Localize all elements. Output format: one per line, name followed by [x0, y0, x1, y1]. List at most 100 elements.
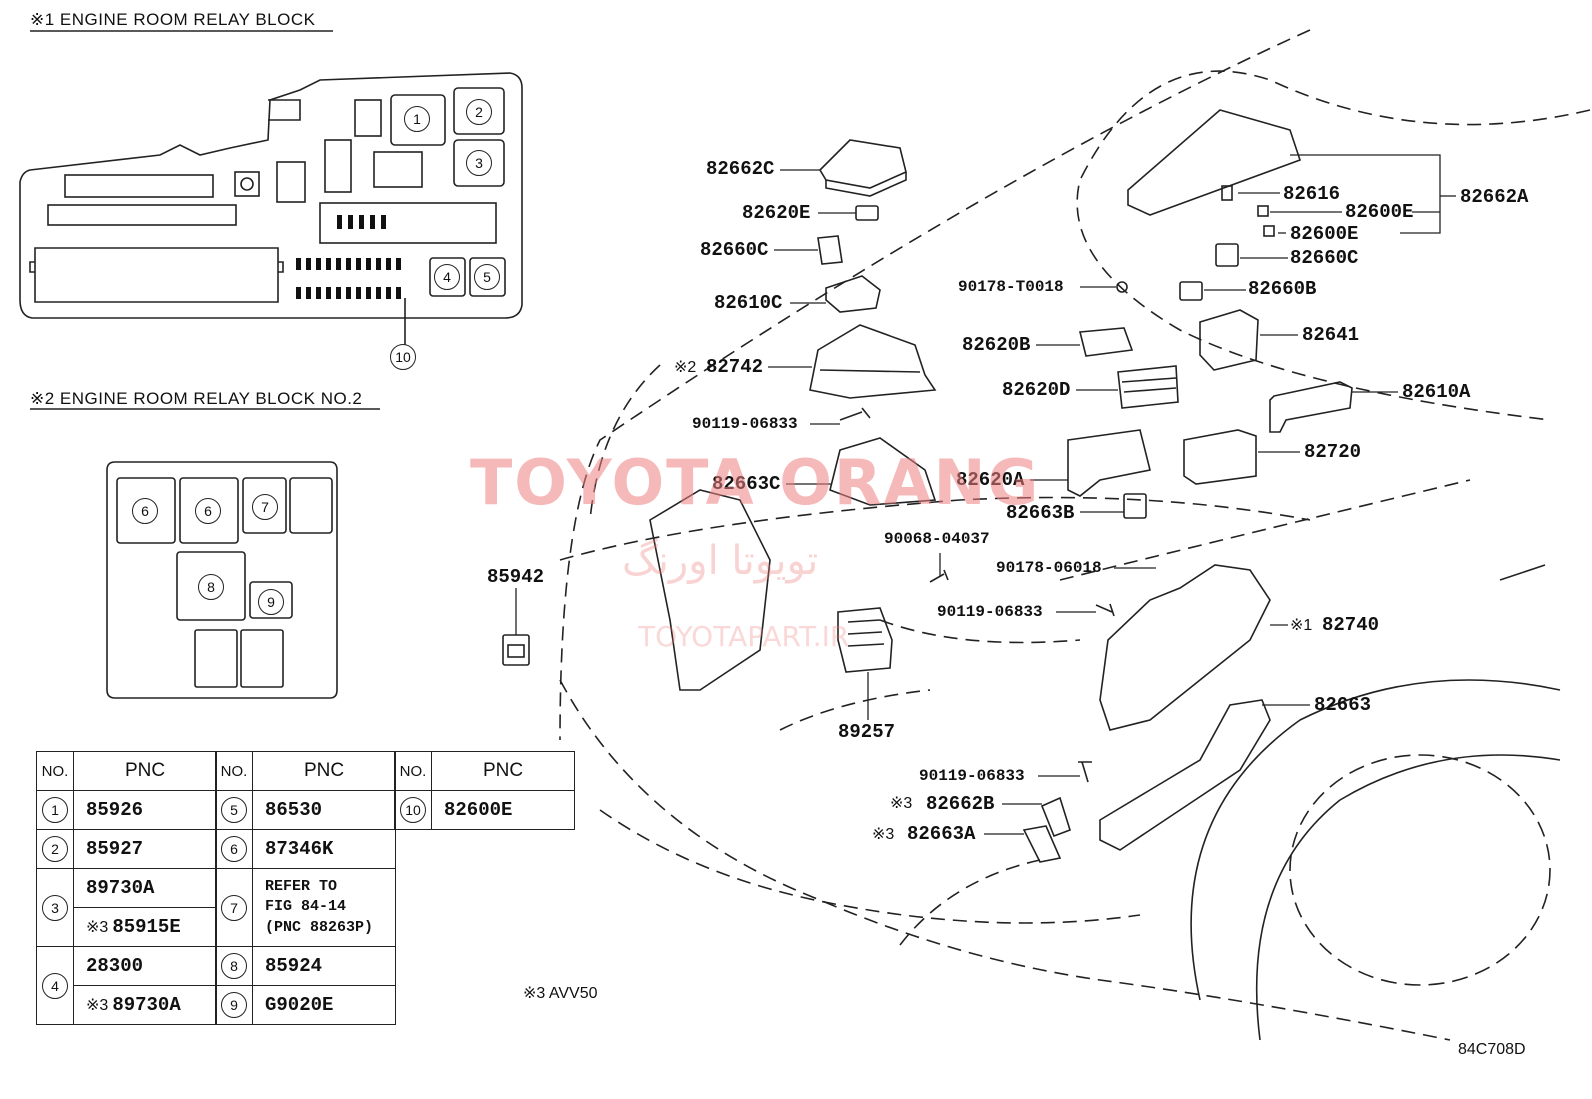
part-label-82740: 82740	[1322, 614, 1380, 636]
fuse-slot	[376, 287, 381, 299]
fuse-slot	[337, 215, 342, 229]
table-row: 9 G9020E	[215, 985, 396, 1025]
table-header-no: NO.	[36, 751, 74, 791]
row-pnc: 82600E	[431, 790, 575, 830]
note-mark: ※3	[86, 997, 109, 1014]
relay-block-2-title: ※2 ENGINE ROOM RELAY BLOCK NO.2	[30, 389, 363, 408]
part-label-82663c: 82663C	[712, 473, 781, 495]
row-pnc-line: REFER TO	[265, 878, 338, 896]
table-header-pnc: PNC	[431, 751, 575, 791]
table-row: 6 87346K	[215, 829, 396, 869]
fuse-slot	[348, 215, 353, 229]
row-pnc: 86530	[252, 790, 396, 830]
fuse-slot	[370, 215, 375, 229]
part-label-82620b: 82620B	[962, 334, 1031, 356]
row-pnc: 87346K	[252, 829, 396, 869]
row-number: 7	[221, 894, 247, 921]
row-pnc: 85924	[252, 946, 396, 986]
fuse-slot	[296, 287, 301, 299]
part-label-82662a: 82662A	[1460, 186, 1529, 208]
block1-callout-2: 2	[466, 99, 492, 125]
part-label-90119-06833-b: 90119-06833	[937, 603, 1043, 621]
block1-callout-1: 1	[404, 106, 430, 132]
fuse-slot	[336, 287, 341, 299]
row-pnc: G9020E	[252, 985, 396, 1025]
row-number: 1	[42, 797, 68, 823]
fuse-slot	[306, 287, 311, 299]
block1-callout-4: 4	[434, 264, 460, 290]
row-number: 3	[42, 894, 68, 921]
block2-callout-6a: 6	[132, 498, 158, 524]
fuse-slot	[296, 258, 301, 270]
part-label-82620e: 82620E	[742, 202, 811, 224]
part-label-85942: 85942	[487, 566, 545, 588]
part-label-82660c-left: 82660C	[700, 239, 769, 261]
part-label-82663: 82663	[1314, 694, 1372, 716]
fuse-slot	[316, 287, 321, 299]
table-header-pnc: PNC	[252, 751, 396, 791]
fuse-slot	[336, 258, 341, 270]
table-row: 8 85924	[215, 946, 396, 986]
relay-block-2-drawing	[106, 461, 338, 699]
part-sketches	[502, 109, 1353, 863]
part-label-82663a: 82663A	[907, 823, 976, 845]
part-label-82662b: 82662B	[926, 793, 995, 815]
row-pnc-alt: 89730A	[112, 994, 181, 1016]
row-number: 6	[221, 836, 247, 862]
table-row: 4 28300	[36, 946, 217, 1025]
figure-code: 84C708D	[1458, 1041, 1526, 1058]
part-label-82641: 82641	[1302, 324, 1360, 346]
relay-block-1-drawing	[19, 72, 523, 345]
note-mark-3a: ※3	[890, 795, 913, 812]
table-row: 3 89730A	[36, 868, 217, 947]
part-label-90119-06833-a: 90119-06833	[692, 415, 798, 433]
row-pnc: 85926	[73, 790, 217, 830]
table-row: 1 85926	[36, 790, 217, 830]
part-label-89257: 89257	[838, 721, 896, 743]
part-label-82610c: 82610C	[714, 292, 783, 314]
part-label-82620d: 82620D	[1002, 379, 1071, 401]
row-number: 2	[42, 836, 68, 862]
block2-callout-6b: 6	[195, 498, 221, 524]
row-number: 4	[42, 972, 68, 999]
row-pnc-alt: 85915E	[112, 916, 181, 938]
block2-callout-7: 7	[252, 494, 278, 520]
relay-block-1-fuse-row	[296, 215, 401, 299]
pnc-table-col2: NO. PNC 5 86530 6 87346K 7 REFER TO FIG …	[215, 751, 396, 1025]
part-label-82600e-a: 82600E	[1345, 201, 1414, 223]
part-label-90178-t0018: 90178-T0018	[958, 278, 1064, 296]
note-mark-3b: ※3	[872, 826, 895, 843]
row-pnc-line: FIG 84-14	[265, 898, 347, 916]
table-row: 10 82600E	[394, 790, 575, 830]
fuse-slot	[346, 258, 351, 270]
note-mark: ※3	[86, 919, 109, 936]
fuse-slot	[366, 287, 371, 299]
row-pnc-line: (PNC 88263P)	[265, 918, 374, 936]
footnote: ※3 AVV50	[523, 985, 598, 1002]
block1-callout-3: 3	[466, 150, 492, 176]
relay-block-1-title: ※1 ENGINE ROOM RELAY BLOCK	[30, 10, 316, 29]
block1-callout-5: 5	[474, 264, 500, 290]
row-pnc: 28300	[73, 946, 217, 986]
fuse-slot	[316, 258, 321, 270]
row-pnc: 85927	[73, 829, 217, 869]
pnc-table-col3: NO. PNC 10 82600E	[394, 751, 575, 830]
fuse-slot	[356, 258, 361, 270]
row-number: 5	[221, 797, 247, 823]
fuse-slot	[366, 258, 371, 270]
fuse-slot	[386, 258, 391, 270]
fuse-slot	[306, 258, 311, 270]
fuse-slot	[376, 258, 381, 270]
fuse-slot	[356, 287, 361, 299]
table-header-pnc: PNC	[73, 751, 217, 791]
table-header-no: NO.	[394, 751, 432, 791]
row-number: 10	[400, 797, 426, 823]
part-label-82610a: 82610A	[1402, 381, 1471, 403]
block1-callout-10: 10	[390, 344, 416, 370]
part-label-82616: 82616	[1283, 183, 1341, 205]
note-mark-2: ※2	[674, 359, 697, 376]
